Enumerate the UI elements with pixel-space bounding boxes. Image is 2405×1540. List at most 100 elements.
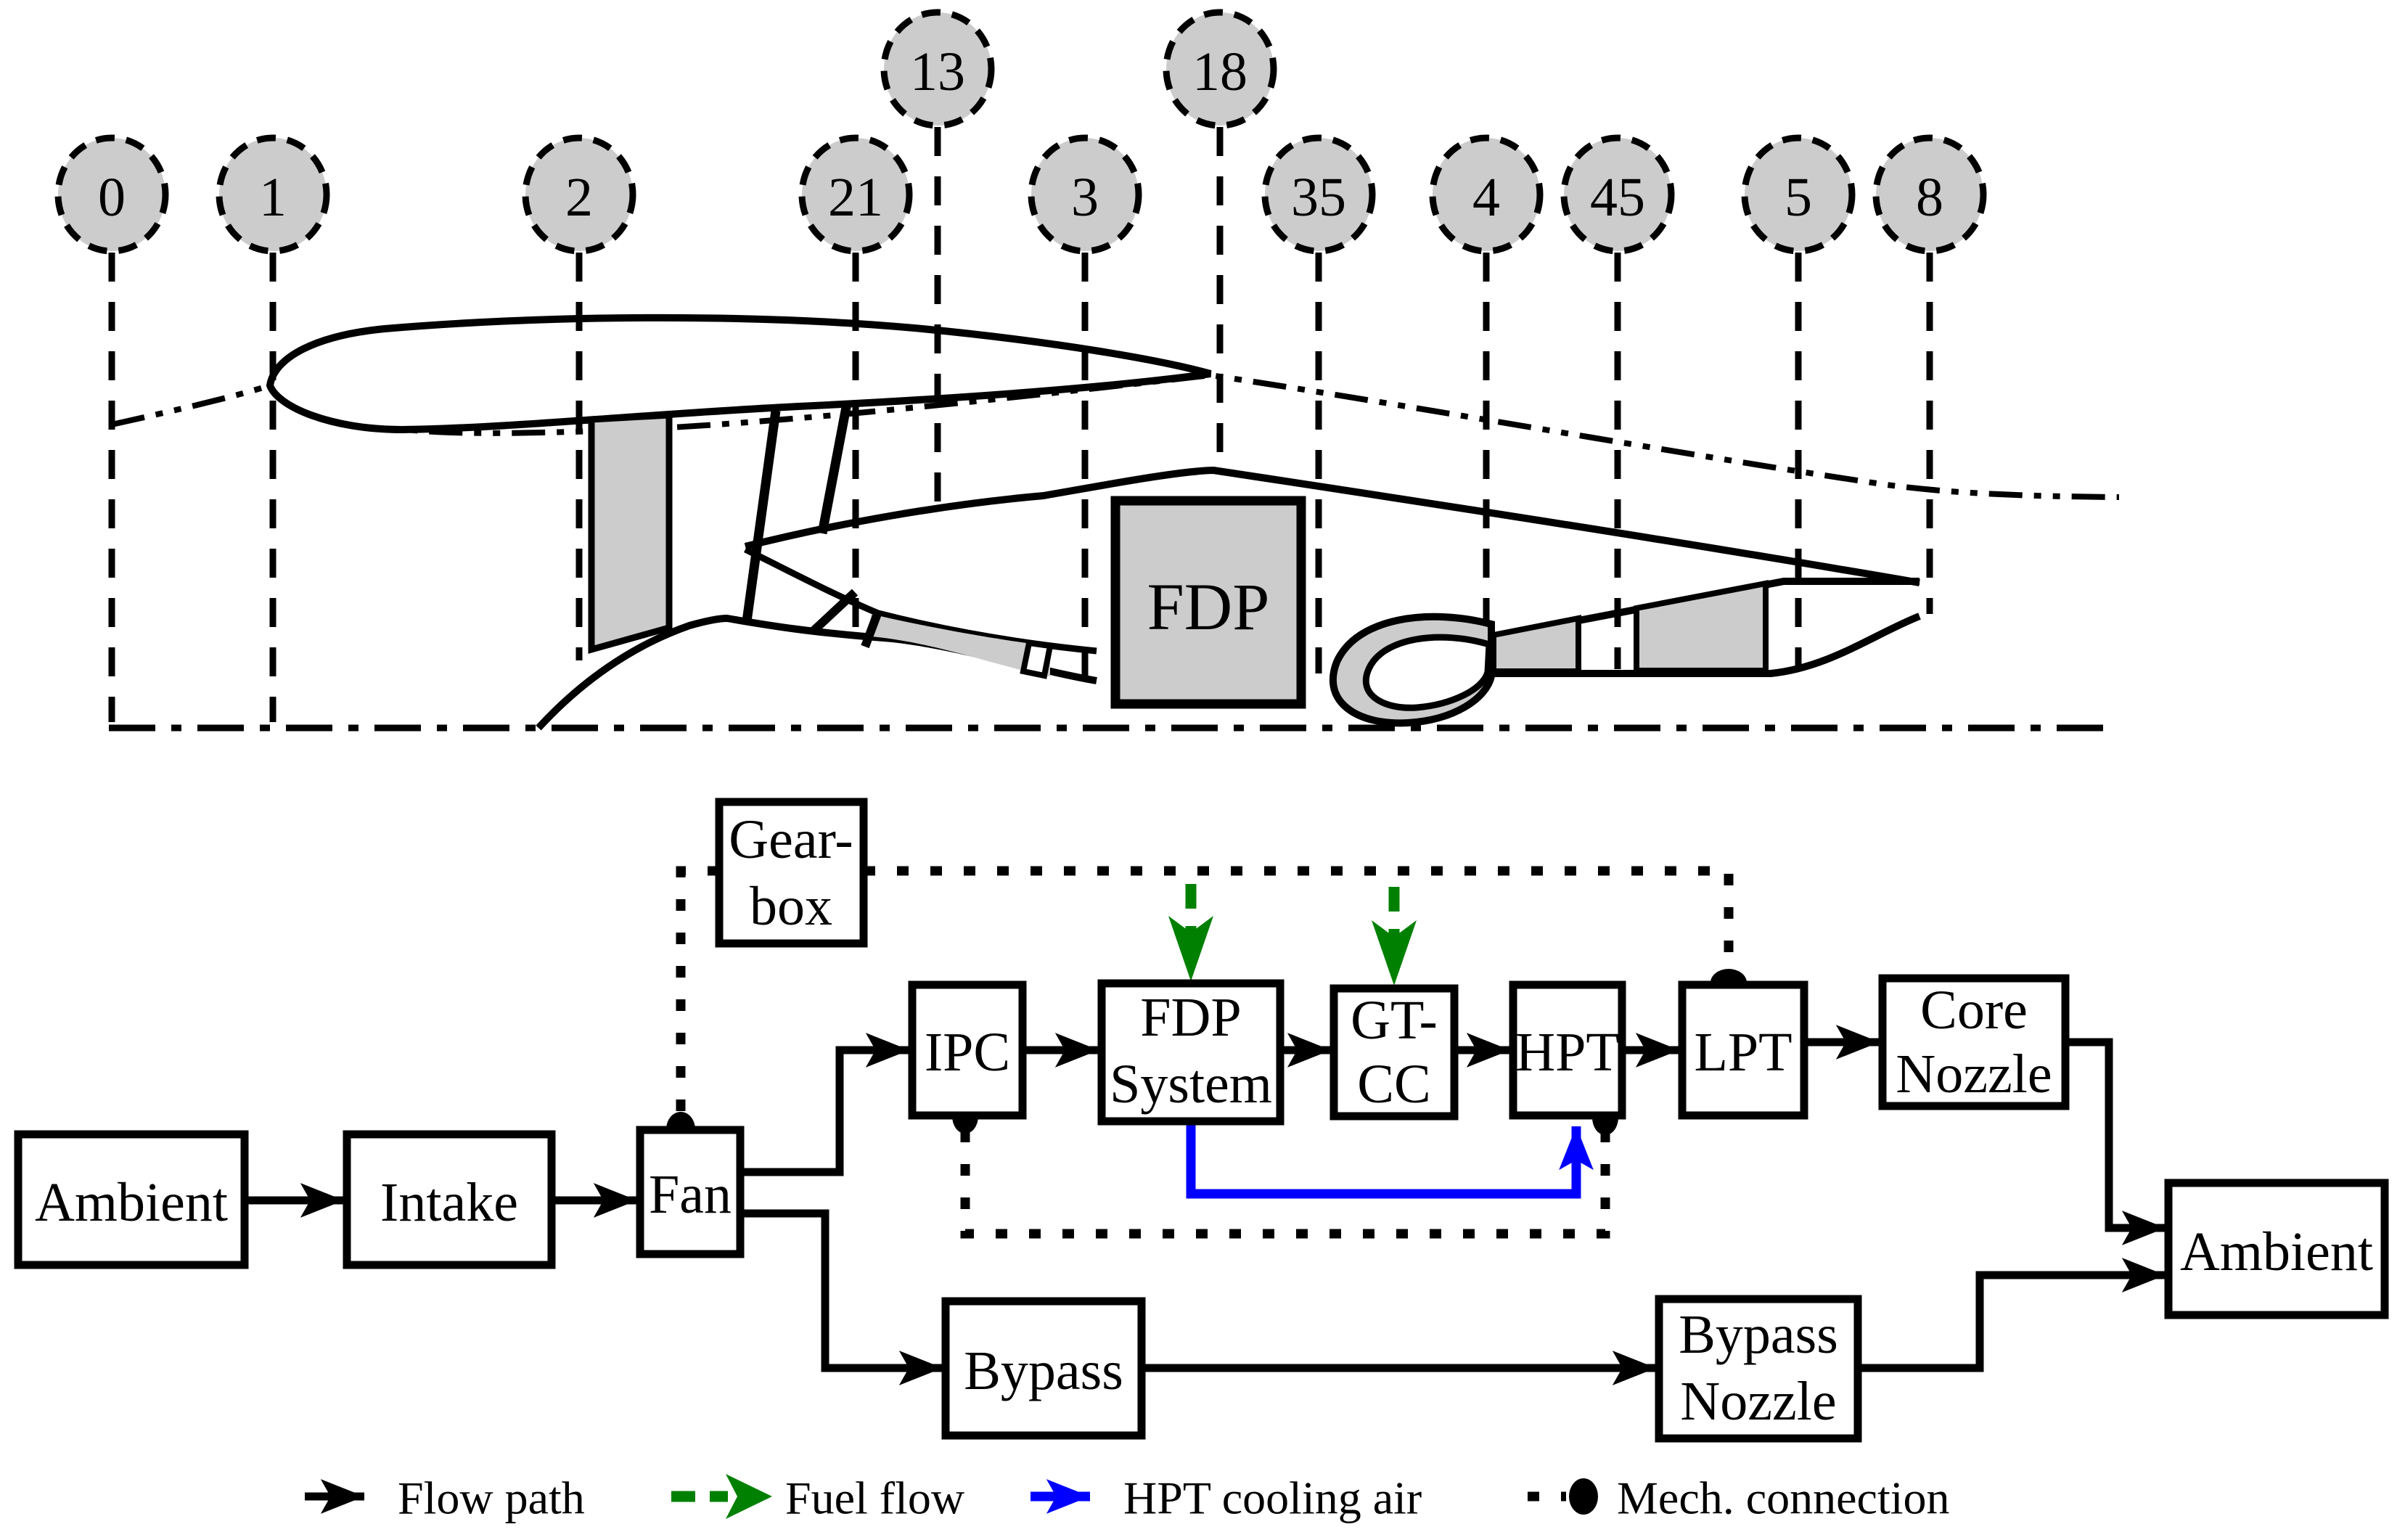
block-bypass-nozzle: Bypass Nozzle bbox=[1655, 1295, 1862, 1443]
legend-fuel-flow-label: Fuel flow bbox=[785, 1473, 964, 1524]
block-intake: Intake bbox=[343, 1130, 556, 1269]
station-1-ellipse bbox=[216, 134, 330, 255]
block-fan-label: Fan bbox=[649, 1164, 732, 1225]
block-ambient-right: Ambient bbox=[2164, 1179, 2389, 1319]
station-1-label: 1 bbox=[259, 167, 287, 228]
block-fdp-system-label-line2: System bbox=[1110, 1054, 1272, 1115]
station-2-ellipse bbox=[522, 134, 636, 255]
fuel-flow-arrow-fdp bbox=[1168, 884, 1213, 981]
station-21-ellipse bbox=[798, 134, 913, 255]
station-0-label: 0 bbox=[98, 167, 126, 228]
engine-schematic: FDP 0 bbox=[54, 9, 2120, 732]
block-gearbox-label-line1: Gear- bbox=[729, 809, 853, 870]
station-8-ellipse bbox=[1872, 134, 1987, 255]
flow-bypassnozzle-ambient bbox=[1858, 1258, 2166, 1372]
block-bypass: Bypass bbox=[941, 1297, 1146, 1440]
legend-flow-path: Flow path bbox=[305, 1473, 585, 1524]
station-21: 21 bbox=[798, 134, 913, 255]
station-8-label: 8 bbox=[1916, 167, 1943, 228]
station-4-ellipse bbox=[1429, 134, 1544, 255]
mech-gearbox-lpt bbox=[864, 866, 1734, 965]
block-bypass-nozzle-label-line1: Bypass bbox=[1679, 1304, 1838, 1365]
legend: Flow path Fuel flow HPT cooling air Mech… bbox=[305, 1473, 1950, 1524]
station-35-label: 35 bbox=[1291, 167, 1346, 228]
station-13-ellipse bbox=[880, 9, 995, 129]
lpt-blade bbox=[1634, 580, 1769, 673]
legend-fuel-flow: Fuel flow bbox=[671, 1473, 964, 1524]
block-core-nozzle-label-line1: Core bbox=[1920, 980, 2028, 1041]
block-fdp-system-label-line1: FDP bbox=[1140, 987, 1241, 1048]
station-18: 18 bbox=[1163, 9, 1277, 129]
block-ipc: IPC bbox=[908, 980, 1027, 1120]
block-lpt-label: LPT bbox=[1694, 1022, 1792, 1083]
block-fdp-system: FDP System bbox=[1097, 979, 1285, 1126]
station-8: 8 bbox=[1872, 134, 1987, 255]
mech-gearbox-fan bbox=[676, 866, 719, 1112]
fuel-flow-arrow-gtcc bbox=[1372, 887, 1417, 986]
fuel-arrowhead bbox=[1168, 916, 1213, 981]
ipc-vane-gap bbox=[1020, 639, 1054, 679]
station-13-label: 13 bbox=[910, 41, 965, 102]
block-gt-cc-label-line1: GT- bbox=[1351, 990, 1438, 1051]
block-fan: Fan bbox=[636, 1126, 745, 1258]
hpt-blade bbox=[1491, 615, 1581, 674]
block-core-nozzle-label-line2: Nozzle bbox=[1896, 1044, 2052, 1105]
station-18-label: 18 bbox=[1192, 41, 1247, 102]
station-3: 3 bbox=[1028, 134, 1142, 255]
station-45: 45 bbox=[1560, 134, 1675, 255]
block-ambient-left-label: Ambient bbox=[35, 1172, 228, 1233]
station-13: 13 bbox=[880, 9, 995, 129]
station-lines bbox=[108, 127, 1933, 722]
fdp-engine-label: FDP bbox=[1147, 570, 1270, 644]
block-bypass-label: Bypass bbox=[964, 1340, 1123, 1401]
station-3-label: 3 bbox=[1071, 167, 1099, 228]
station-2: 2 bbox=[522, 134, 636, 255]
block-hpt-label: HPT bbox=[1515, 1022, 1620, 1083]
station-45-label: 45 bbox=[1590, 167, 1645, 228]
station-35: 35 bbox=[1261, 134, 1376, 255]
fuel-arrowhead bbox=[1372, 920, 1417, 986]
block-intake-label: Intake bbox=[380, 1172, 518, 1233]
core-vane bbox=[861, 610, 882, 649]
block-gearbox-label-line2: box bbox=[750, 876, 832, 937]
station-0-ellipse bbox=[54, 134, 169, 255]
block-hpt: HPT bbox=[1509, 980, 1626, 1120]
block-gt-cc-label-line2: CC bbox=[1357, 1054, 1430, 1115]
station-markers: 0 1 2 21 13 3 bbox=[54, 9, 1987, 255]
fan-outlet-guide-vane bbox=[742, 410, 781, 622]
turbine-duct-bottom bbox=[1491, 613, 1921, 677]
legend-flow-path-label: Flow path bbox=[398, 1473, 585, 1524]
fdp-engine-box bbox=[1110, 496, 1306, 709]
core-vane bbox=[809, 589, 859, 635]
block-lpt: LPT bbox=[1678, 980, 1808, 1120]
station-3-ellipse bbox=[1028, 134, 1142, 255]
core-cowl-line bbox=[744, 466, 1920, 586]
station-5: 5 bbox=[1741, 134, 1856, 255]
nacelle-airfoil bbox=[266, 314, 1212, 434]
block-ambient-right-label: Ambient bbox=[2180, 1221, 2373, 1282]
hpt-cooling-air-line bbox=[1186, 1121, 1594, 1199]
flow-fan-bypass bbox=[740, 1209, 943, 1385]
station-2-label: 2 bbox=[565, 167, 593, 228]
legend-hpt-cooling-air: HPT cooling air bbox=[1031, 1473, 1422, 1524]
station-4-label: 4 bbox=[1472, 167, 1500, 228]
legend-mech-connection: Mech. connection bbox=[1528, 1473, 1950, 1524]
fan-blade bbox=[588, 411, 673, 654]
station-5-ellipse bbox=[1741, 134, 1856, 255]
station-0: 0 bbox=[54, 134, 169, 255]
mech-ipc-hpt-shaft bbox=[960, 1131, 1610, 1239]
legend-mech-connection-label: Mech. connection bbox=[1617, 1473, 1950, 1524]
block-bypass-nozzle-label-line2: Nozzle bbox=[1680, 1371, 1836, 1432]
block-diagram: Ambient Intake Fan Gear- box IPC FDP Sys… bbox=[14, 798, 2389, 1443]
legend-hpt-cooling-air-label: HPT cooling air bbox=[1123, 1473, 1422, 1524]
block-core-nozzle: Core Nozzle bbox=[1878, 974, 2070, 1110]
station-18-ellipse bbox=[1163, 9, 1277, 129]
station-45-ellipse bbox=[1560, 134, 1675, 255]
block-gt-cc: GT- CC bbox=[1329, 984, 1459, 1121]
fuel-flow-arrow-icon bbox=[726, 1474, 772, 1519]
mech-connection-dot-icon bbox=[1569, 1478, 1598, 1515]
flow-corenozzle-ambient bbox=[2065, 1038, 2166, 1245]
station-21-label: 21 bbox=[828, 167, 883, 228]
block-ambient-left: Ambient bbox=[14, 1130, 249, 1269]
